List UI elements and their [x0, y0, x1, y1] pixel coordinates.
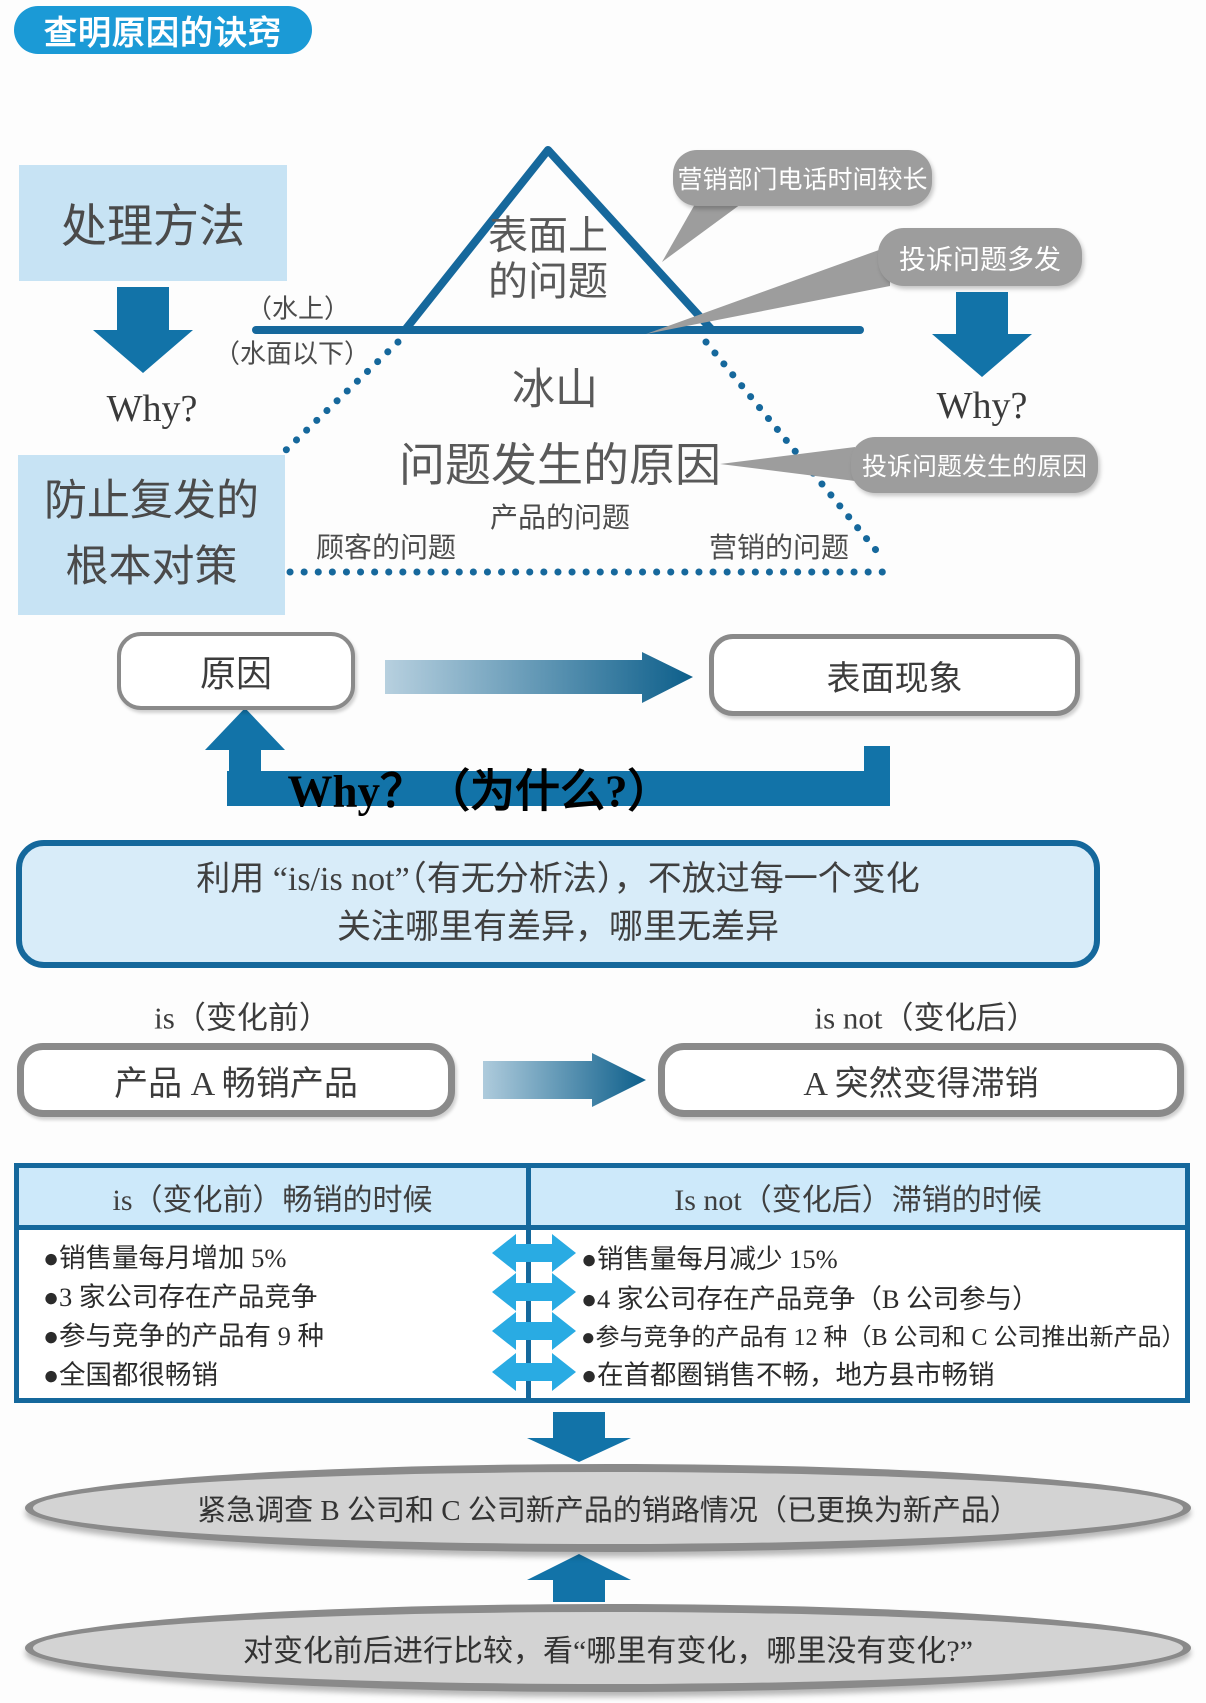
list-item: ●销售量每月增加 5%	[43, 1243, 287, 1273]
comparison-table-header: is（变化前）畅销的时候 Is not（变化后）滞销的时候	[19, 1168, 1185, 1230]
list-item: ●参与竞争的产品有 9 种	[43, 1321, 325, 1351]
page-title: 查明原因的诀窍	[44, 16, 282, 52]
list-item: ●4 家公司存在产品竞争（B 公司参与）	[581, 1283, 1039, 1314]
why-loop-arrow-icon	[205, 708, 890, 806]
isnot-bullet-list: ●销售量每月减少 15% ●4 家公司存在产品竞争（B 公司参与） ●参与竞争的…	[531, 1230, 1186, 1398]
phone-bubble-tail	[662, 204, 741, 262]
comparison-table: is（变化前）畅销的时候 Is not（变化后）滞销的时候 ●销售量每月增加 5…	[14, 1163, 1190, 1403]
iceberg-label: 冰山	[512, 367, 598, 414]
customer-problem-label: 顾客的问题	[315, 533, 457, 564]
marketing-problem-label: 营销的问题	[708, 533, 850, 564]
compare-ellipse: 对变化前后进行比较，看“哪里有变化，哪里没有变化?”	[25, 1604, 1191, 1692]
header-cell-isnot: Is not（变化后）滞销的时候	[531, 1168, 1185, 1230]
product-problem-label: 产品的问题	[489, 503, 631, 534]
complaint-cause-bubble: 投诉问题发生的原因	[851, 437, 1098, 493]
phone-bubble-text: 营销部门电话时间较长	[677, 167, 928, 194]
list-item: ●销售量每月减少 15%	[581, 1243, 838, 1274]
surface-box: 表面现象	[709, 634, 1080, 716]
is-column: ●销售量每月增加 5% ●3 家公司存在产品竞争 ●参与竞争的产品有 9 种 ●…	[19, 1230, 531, 1398]
complaint-cause-bubble-text: 投诉问题发生的原因	[861, 454, 1087, 481]
iceberg-solid-edges	[401, 146, 716, 334]
is-to-isnot-arrow-icon	[483, 1053, 646, 1107]
above-water-label: （水上）	[245, 294, 351, 324]
is-label: is（变化前）	[154, 1000, 330, 1036]
below-water-label: （水面以下）	[213, 339, 371, 369]
compare-text: 对变化前后进行比较，看“哪里有变化，哪里没有变化?”	[243, 1635, 973, 1668]
method-label: 处理方法	[61, 201, 245, 252]
why-right-label: Why?	[936, 385, 1028, 427]
page-title-badge: 查明原因的诀窍	[14, 6, 312, 54]
isnot-label: is not（变化后）	[814, 1000, 1038, 1036]
why-loop-label: Why？（为什么?）	[287, 766, 673, 817]
iceberg-dotted-right-edge	[702, 338, 888, 564]
header-isnot-text: Is not（变化后）滞销的时候	[674, 1183, 1042, 1217]
principle-box: 利用 “is/is not”（有无分析法），不放过每一个变化 关注哪里有差异，哪…	[16, 840, 1100, 968]
prevention-line1: 防止复发的	[44, 478, 259, 525]
isnot-value-text: A 突然变得滞销	[803, 1065, 1039, 1103]
investigate-text: 紧急调查 B 公司和 C 公司新产品的销路情况（已更换为新产品）	[197, 1495, 1019, 1527]
compare-up-arrow-icon	[527, 1554, 631, 1602]
investigate-ellipse: 紧急调查 B 公司和 C 公司新产品的销路情况（已更换为新产品）	[25, 1464, 1191, 1552]
list-item: ●参与竞争的产品有 12 种（B 公司和 C 公司推出新产品）	[581, 1324, 1186, 1351]
principle-line1: 利用 “is/is not”（有无分析法），不放过每一个变化	[196, 861, 920, 898]
surface-problem-line1: 表面上	[488, 213, 608, 258]
down-arrow-left-icon	[93, 287, 193, 373]
cause-to-surface-arrow-icon	[385, 652, 693, 703]
table-conclusion-down-arrow-icon	[527, 1412, 631, 1462]
is-value-text: 产品 A 畅销产品	[114, 1065, 358, 1103]
isnot-value-box: A 突然变得滞销	[658, 1043, 1184, 1117]
surface-box-label: 表面现象	[826, 660, 963, 698]
header-is-text: is（变化前）畅销的时候	[112, 1183, 433, 1217]
method-box: 处理方法	[19, 165, 287, 281]
cause-box-label: 原因	[199, 654, 272, 694]
iceberg-dotted-left-edge	[280, 338, 402, 456]
complaint-cause-bubble-tail	[720, 447, 855, 481]
complaints-bubble-tail	[646, 246, 890, 334]
phone-bubble: 营销部门电话时间较长	[673, 150, 932, 206]
cause-box: 原因	[117, 632, 355, 710]
list-item: ●全国都很畅销	[43, 1360, 219, 1390]
down-arrow-right-icon	[932, 292, 1032, 377]
is-bullet-list: ●销售量每月增加 5% ●3 家公司存在产品竞争 ●参与竞争的产品有 9 种 ●…	[19, 1230, 526, 1398]
comparison-table-body: ●销售量每月增加 5% ●3 家公司存在产品竞争 ●参与竞争的产品有 9 种 ●…	[19, 1230, 1186, 1398]
complaints-bubble-text: 投诉问题多发	[899, 244, 1061, 275]
prevention-line2: 根本对策	[65, 544, 238, 591]
surface-problem-line2: 的问题	[488, 259, 608, 304]
prevention-box: 防止复发的 根本对策	[18, 455, 285, 615]
isnot-column: ●销售量每月减少 15% ●4 家公司存在产品竞争（B 公司参与） ●参与竞争的…	[531, 1230, 1186, 1398]
list-item: ●3 家公司存在产品竞争	[43, 1282, 318, 1312]
principle-line2: 关注哪里有差异，哪里无差异	[337, 909, 779, 946]
why-left-label: Why?	[106, 388, 198, 430]
complaints-bubble: 投诉问题多发	[878, 228, 1082, 286]
root-cause-label: 问题发生的原因	[399, 440, 721, 491]
header-cell-is: is（变化前）畅销的时候	[19, 1168, 531, 1230]
is-value-box: 产品 A 畅销产品	[17, 1043, 455, 1117]
list-item: ●在首都圈销售不畅，地方县市畅销	[581, 1359, 995, 1390]
